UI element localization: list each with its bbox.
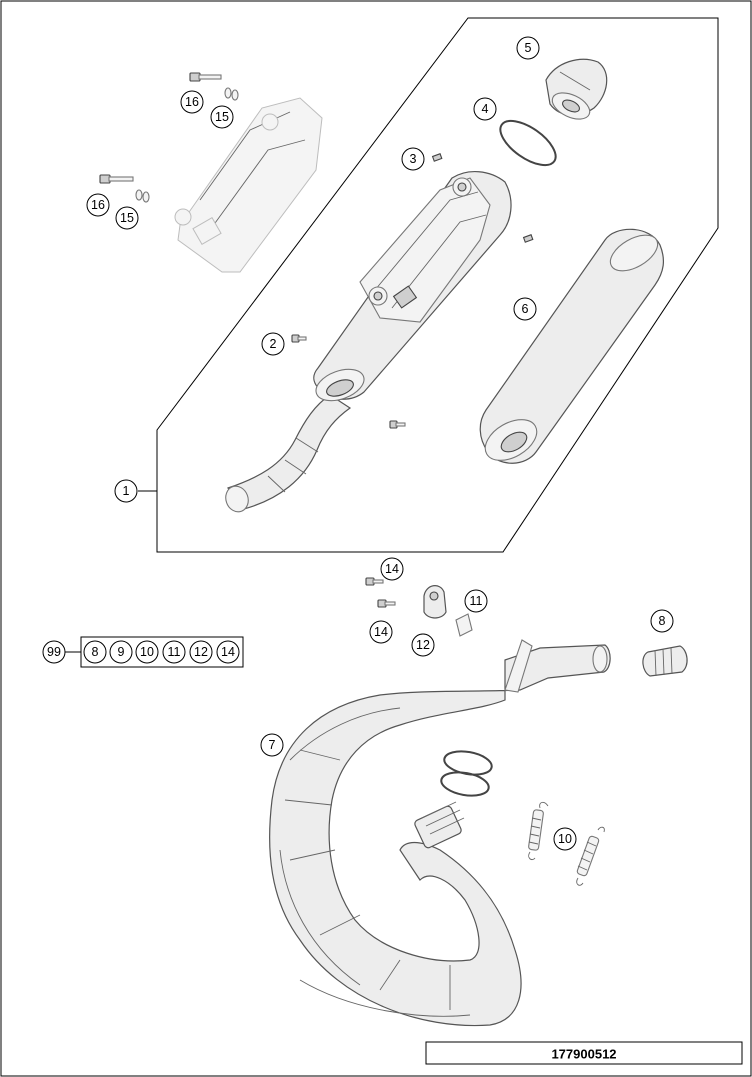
kit-item-8-label: 8 (92, 645, 99, 659)
silencer-bracket-ghost (174, 97, 323, 273)
bolt-16-upper (189, 72, 222, 82)
callout-14-lower-label: 14 (374, 625, 388, 639)
screw-2-lower (389, 420, 406, 429)
callout-8-label: 8 (659, 614, 666, 628)
kit-item-9-label: 9 (118, 645, 125, 659)
callout-6: 6 (513, 297, 537, 321)
callout-11: 11 (464, 589, 488, 613)
callout-16-upper: 16 (180, 90, 204, 114)
callout-7-label: 7 (269, 738, 276, 752)
springs-10 (528, 801, 605, 886)
callout-3-label: 3 (410, 152, 417, 166)
coupling-8 (642, 645, 688, 677)
kit-item-14: 14 (216, 640, 240, 664)
kit-callout-99: 99 (42, 640, 66, 664)
screw-2 (291, 334, 307, 343)
callout-14-lower: 14 (369, 620, 393, 644)
kit-item-14-label: 14 (221, 645, 235, 659)
bolt-16-lower (99, 174, 134, 184)
kit-item-10: 10 (135, 640, 159, 664)
callout-14-upper-label: 14 (385, 562, 399, 576)
silencer-sleeve-6 (479, 228, 665, 464)
callout-15-upper-label: 15 (215, 110, 229, 124)
drawing-number-box (425, 1041, 743, 1065)
callout-16-lower-label: 16 (91, 198, 105, 212)
callout-8: 8 (650, 609, 674, 633)
washer-15-lower (135, 189, 150, 203)
callout-3: 3 (401, 147, 425, 171)
callout-16-lower: 16 (86, 193, 110, 217)
callout-2-label: 2 (270, 337, 277, 351)
callout-12: 12 (411, 633, 435, 657)
silencer-assembly-frame (156, 17, 719, 553)
callout-4: 4 (473, 97, 497, 121)
callout-2: 2 (261, 332, 285, 356)
kit-callout-99-label: 99 (47, 645, 61, 659)
washer-15-upper (224, 87, 239, 101)
kit-item-12: 12 (189, 640, 213, 664)
callout-15-upper: 15 (210, 105, 234, 129)
callout-14-upper: 14 (380, 557, 404, 581)
callout-10: 10 (553, 827, 577, 851)
screw-14-upper (365, 577, 384, 586)
callout-4-label: 4 (482, 102, 489, 116)
callout-15-lower-label: 15 (120, 211, 134, 225)
screw-14-lower (377, 599, 396, 608)
bracket-12 (423, 585, 447, 619)
pipe-flange (414, 801, 465, 849)
kit-item-12-label: 12 (194, 645, 208, 659)
kit-box (80, 636, 244, 668)
kit-item-11: 11 (162, 640, 186, 664)
callout-1-label: 1 (123, 484, 130, 498)
kit-item-8: 8 (83, 640, 107, 664)
o-rings-9 (440, 750, 493, 797)
callout-11-label: 11 (470, 594, 483, 608)
kit-item-11-label: 11 (168, 645, 181, 659)
callout-12-label: 12 (416, 638, 430, 652)
callout-16-upper-label: 16 (185, 95, 199, 109)
callout-15-lower: 15 (115, 206, 139, 230)
stud-3 (431, 153, 534, 243)
silencer-assembly (225, 171, 512, 513)
callout-10-label: 10 (558, 832, 572, 846)
drawing-number: 177900512 (551, 1047, 616, 1062)
gasket-4 (499, 119, 557, 167)
exhaust-pipe-7 (269, 639, 611, 1027)
kit-item-9: 9 (109, 640, 133, 664)
callout-1: 1 (114, 479, 138, 503)
callout-5: 5 (516, 36, 540, 60)
callout-6-label: 6 (522, 302, 529, 316)
end-cap-5 (545, 58, 608, 120)
callout-7: 7 (260, 733, 284, 757)
clip-nut-11 (455, 613, 473, 637)
callout-5-label: 5 (525, 41, 532, 55)
kit-item-10-label: 10 (140, 645, 154, 659)
